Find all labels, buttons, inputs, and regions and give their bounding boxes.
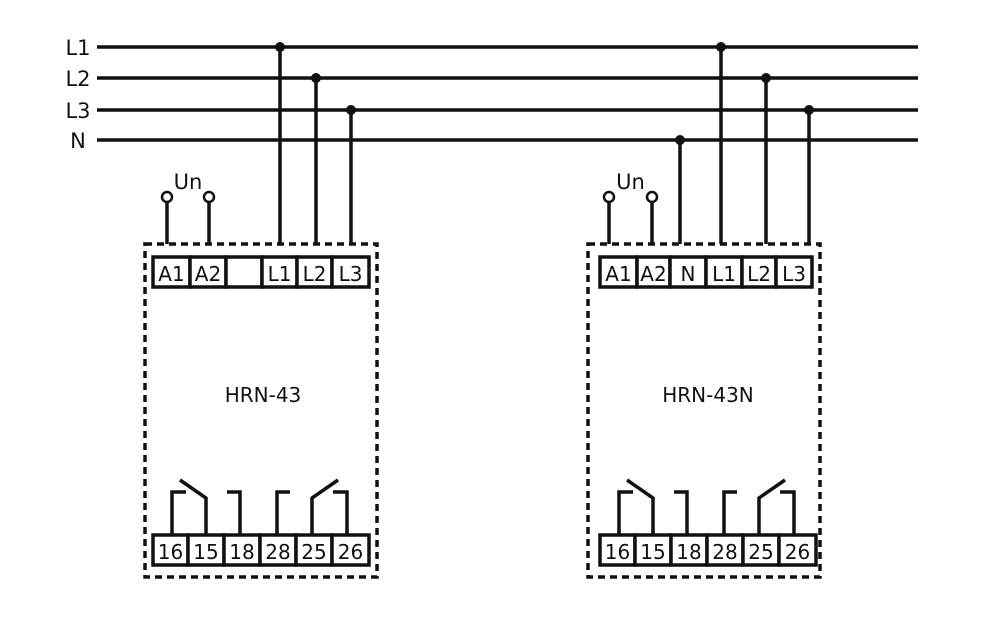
supply-label: Un xyxy=(616,170,645,194)
top-terminal-label: A1 xyxy=(605,262,631,286)
bottom-terminal-label: 26 xyxy=(338,540,363,564)
relay-contact-icon xyxy=(275,490,290,535)
bottom-terminal-label: 28 xyxy=(712,540,737,564)
top-terminal xyxy=(668,255,708,289)
supply-terminal-icon xyxy=(645,190,659,204)
relay-contact-icon xyxy=(780,490,796,535)
bottom-terminal xyxy=(777,533,818,567)
junction-dot xyxy=(716,42,726,52)
relay-contact-icon xyxy=(757,478,786,535)
supply-label: Un xyxy=(174,170,203,194)
bottom-terminal xyxy=(151,533,190,567)
device-name: HRN-43 xyxy=(225,383,302,407)
top-terminal-label: L2 xyxy=(747,262,771,286)
top-terminal xyxy=(224,255,264,289)
bottom-terminal-label: 28 xyxy=(265,540,290,564)
relay-contact-icon xyxy=(227,490,242,535)
device-enclosure xyxy=(586,242,822,579)
bottom-terminal xyxy=(294,533,334,567)
relay-contact-icon xyxy=(626,478,655,535)
top-terminal-label: A1 xyxy=(158,262,184,286)
bus-label: L1 xyxy=(65,36,90,60)
bottom-terminal xyxy=(330,533,371,567)
bus-label: L3 xyxy=(65,99,90,123)
top-terminal xyxy=(188,255,228,289)
top-terminal-label: A2 xyxy=(640,262,666,286)
relay-contact-icon xyxy=(333,490,349,535)
bottom-terminal-label: 18 xyxy=(229,540,254,564)
junction-dot xyxy=(675,135,685,145)
relay-contact-icon xyxy=(170,490,186,535)
relay-contact-icon xyxy=(722,490,737,535)
top-terminal-label: N xyxy=(681,262,696,286)
junction-dot xyxy=(346,105,356,115)
bottom-terminal-label: 16 xyxy=(605,540,630,564)
junction-dot xyxy=(311,73,321,83)
device-enclosure xyxy=(143,242,379,579)
supply-terminal-icon xyxy=(160,190,174,204)
top-terminal-label: L3 xyxy=(782,262,806,286)
relay-contact-icon xyxy=(674,490,689,535)
bottom-terminal xyxy=(633,533,673,567)
top-terminal-label: L1 xyxy=(712,262,736,286)
junction-dot xyxy=(804,105,814,115)
bottom-terminal xyxy=(669,533,709,567)
relay-contact-icon xyxy=(617,490,633,535)
junction-dot xyxy=(275,42,285,52)
supply-terminal-icon xyxy=(202,190,216,204)
relay-contact-icon xyxy=(310,478,339,535)
top-terminal xyxy=(330,255,371,289)
bottom-terminal-label: 15 xyxy=(640,540,665,564)
relay-contact-icon xyxy=(179,478,208,535)
bottom-terminal xyxy=(705,533,745,567)
bottom-terminal-label: 25 xyxy=(748,540,773,564)
supply-terminal-icon xyxy=(602,190,616,204)
top-terminal xyxy=(295,255,334,289)
bus-label: N xyxy=(70,129,86,153)
top-terminal xyxy=(774,255,814,289)
top-terminal-label: L3 xyxy=(339,262,363,286)
junction-dot xyxy=(761,73,771,83)
top-terminal-label: L1 xyxy=(268,262,292,286)
top-terminal-label: A2 xyxy=(195,262,221,286)
top-terminal-label: L2 xyxy=(303,262,327,286)
bottom-terminal-label: 15 xyxy=(193,540,218,564)
bottom-terminal-label: 16 xyxy=(158,540,183,564)
device-name: HRN-43N xyxy=(662,383,754,407)
bottom-terminal-label: 25 xyxy=(301,540,326,564)
bottom-terminal-label: 26 xyxy=(785,540,810,564)
bus-label: L2 xyxy=(65,67,90,91)
top-terminal xyxy=(635,255,672,289)
bottom-terminal-label: 18 xyxy=(676,540,701,564)
